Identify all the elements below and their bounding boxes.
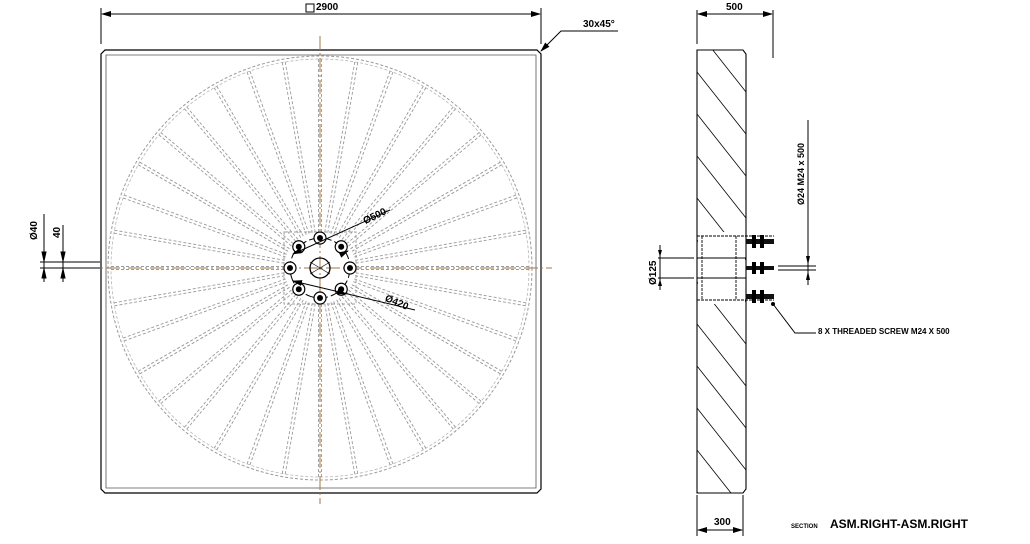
left-dim-label: 40 [52,226,63,238]
center-bore [309,257,331,279]
overall-dimension [100,3,542,44]
square-symbol-icon [305,3,315,13]
chamfer-note: 30x45° [583,19,615,30]
screw-dim-label: Ø24 M24 x 500 [796,142,806,205]
threaded-screws [746,235,774,303]
section-top-dim-label: 500 [726,2,743,13]
section-title: ASM.RIGHT-ASM.RIGHT [830,517,968,531]
section-title-prefix: SECTION [791,524,818,530]
section-body [696,49,747,494]
left-dimensions [40,214,100,282]
left-diameter-dim-label: Ø40 [29,221,40,240]
bore-dim-label: Ø125 [648,260,659,285]
dim-inner-circle [292,280,416,311]
section-bottom-dim-label: 300 [714,517,731,528]
dim-bolt-circle [292,209,391,258]
front-view [40,3,618,504]
screw-callout: 8 X THREADED SCREW M24 X 500 [818,327,950,336]
overall-dimension-label: 2900 [316,2,339,13]
section-view [658,10,816,536]
radial-ribs [110,58,530,478]
plate-outline [100,49,542,494]
chamfer-leader [540,30,618,52]
